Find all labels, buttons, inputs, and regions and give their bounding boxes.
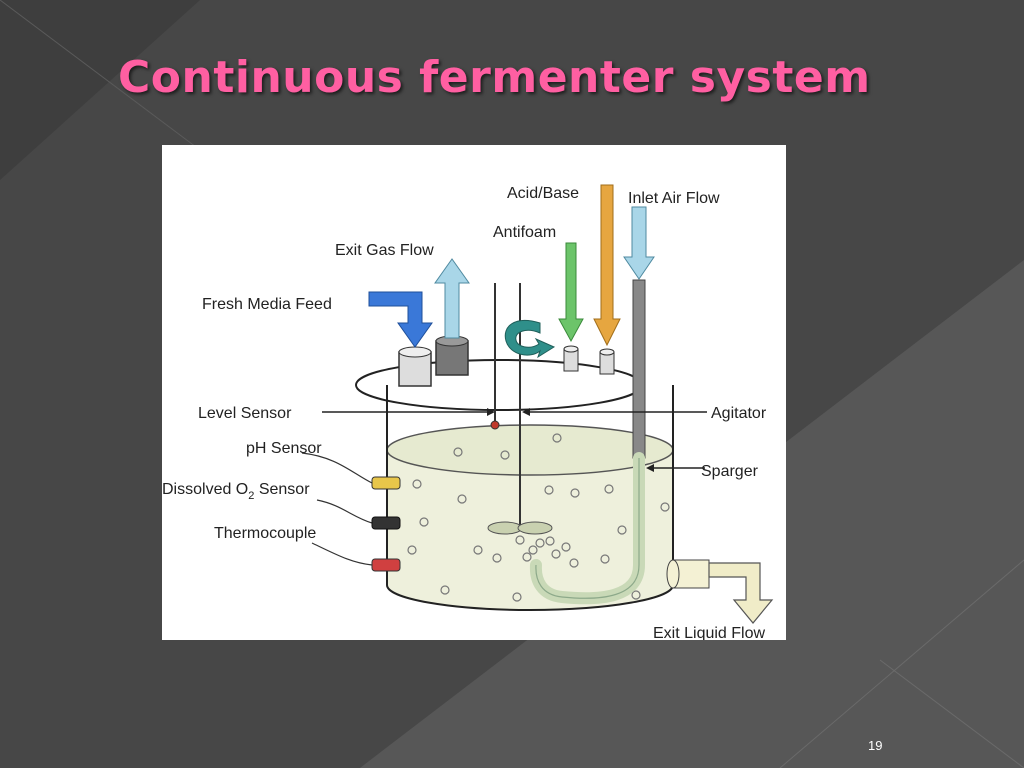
- inlet-air-pipe: [632, 279, 646, 459]
- fresh-media-feed-label: Fresh Media Feed: [202, 296, 332, 313]
- sparger-label: Sparger: [701, 463, 759, 480]
- ph-sensor-lead: [301, 452, 373, 484]
- exit-liquid-arrow: [708, 562, 774, 624]
- thermocouple-probe: [371, 558, 401, 572]
- thermocouple-lead: [311, 542, 373, 566]
- ph-sensor-label: pH Sensor: [246, 440, 322, 457]
- level-sensor-tip: [490, 420, 500, 430]
- impeller-blade-right: [517, 521, 553, 535]
- fermenter-diagram: Acid/Base Inlet Air Flow Antifoam Exit G…: [162, 145, 786, 640]
- level-sensor-label: Level Sensor: [198, 405, 292, 422]
- dissolved-o2-sensor-lead: [316, 499, 373, 524]
- inlet-air-arrow: [623, 206, 655, 280]
- thermocouple-label: Thermocouple: [214, 525, 316, 542]
- bubbles: [407, 433, 670, 602]
- exit-liquid-flow-label: Exit Liquid Flow: [653, 625, 765, 640]
- antifoam-arrow: [558, 242, 584, 343]
- vessel-bottom: [386, 584, 674, 611]
- ph-sensor-probe: [371, 476, 401, 490]
- exit-gas-arrow: [434, 258, 470, 339]
- acid-base-arrow: [593, 184, 621, 347]
- impeller-blade-left: [487, 521, 523, 535]
- fermenter-svg: Acid/Base Inlet Air Flow Antifoam Exit G…: [162, 184, 774, 640]
- agitator-rotation-icon: [504, 319, 556, 359]
- acid-base-label: Acid/Base: [507, 185, 579, 202]
- exit-gas-flow-label: Exit Gas Flow: [335, 242, 434, 259]
- slide-page-number: 19: [868, 738, 883, 753]
- antifoam-port: [563, 345, 579, 372]
- dissolved-o2-sensor-probe: [371, 516, 401, 530]
- agitator-label: Agitator: [711, 405, 767, 422]
- acid-base-port: [599, 348, 615, 375]
- liquid-surface: [386, 424, 674, 476]
- dissolved-o2-sensor-label: Dissolved O2 Sensor: [162, 481, 310, 502]
- antifoam-label: Antifoam: [493, 224, 556, 241]
- fresh-media-port: [398, 346, 432, 387]
- fresh-media-feed-arrow: [368, 291, 433, 348]
- slide-title: Continuous fermenter system: [118, 52, 871, 103]
- exit-liquid-outlet: [666, 559, 710, 589]
- exit-gas-port: [435, 335, 469, 376]
- inlet-air-flow-label: Inlet Air Flow: [628, 190, 720, 207]
